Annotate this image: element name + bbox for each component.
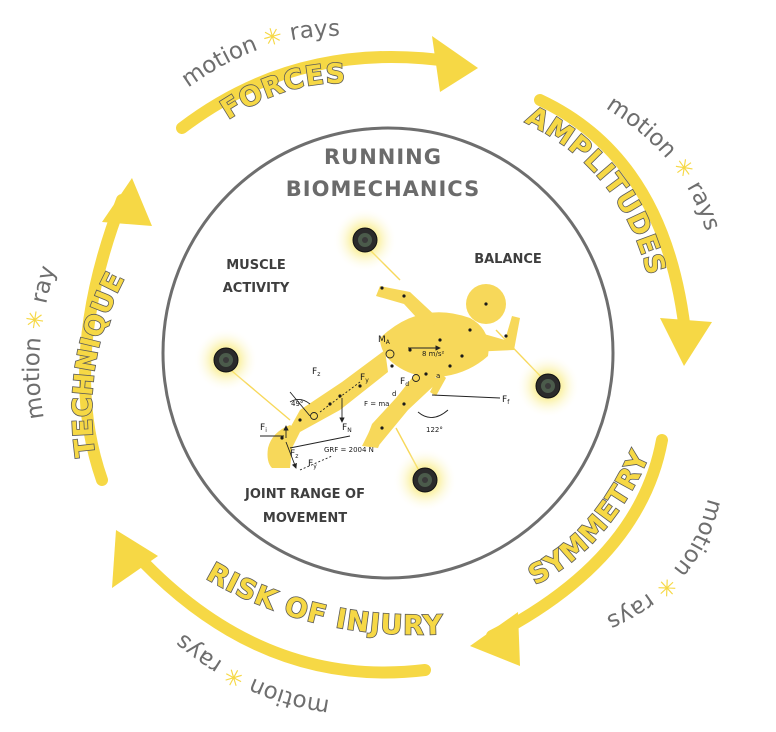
annotation-fn: FN [342,423,352,434]
annotation-fd: Fd [400,377,409,388]
annotation-f-equals-ma: F = ma [364,400,389,408]
motionrays-logo-icon: ✳ [21,300,52,338]
title-line-1: RUNNING [324,145,442,169]
arrow-risk [126,544,431,679]
svg-text:motion ✳ rays: motion ✳ rays [0,0,61,421]
category-joint-line-1: JOINT RANGE OF [244,487,365,502]
sensor-icon [333,208,397,272]
arrowhead-risk [112,530,158,588]
label-technique: TECHNIQUE [68,267,132,459]
sensor-icon [393,448,457,512]
arrow-technique [79,194,128,486]
knee-marker [412,374,420,382]
arrowhead-forces [432,36,478,92]
category-muscle-line-1: MUSCLE [226,258,286,273]
annotation-fz: Fz [312,367,320,378]
sensor-group [194,208,580,512]
annotation-ma: MA [378,335,391,346]
arrowhead-symmetry [470,612,520,666]
force-vectors [260,345,501,471]
annotation-fi: Fi [260,423,267,434]
category-joint-line-2: MOVEMENT [263,511,347,526]
joint-markers [280,286,508,440]
brand-mark-5: motion ✳ rays [0,0,61,421]
annotation-fy-lower: Fy [308,459,317,470]
annotation-fy-top: Fy [360,373,369,384]
annotation-ff: Ff [502,395,510,406]
elbow-marker [310,412,318,420]
runner-figure [267,284,520,468]
arrow-forces [176,50,461,134]
annotation-acceleration: 8 m/s² [422,350,445,358]
category-muscle-line-2: ACTIVITY [223,281,290,296]
annotation-a: a [436,372,440,380]
annotation-d: d [392,390,396,398]
center-of-mass-marker [385,349,395,359]
sensor-icon [516,354,580,418]
sensor-icon [194,328,258,392]
arrow-amplitudes [534,94,692,346]
arrowhead-amplitudes [660,318,712,366]
annotations: Fz Fy FN Fi Fz Fy Ff Fd MA 49° 122° 8 m/… [260,335,510,470]
annotation-angle-49: 49° [291,400,303,408]
arrow-symmetry [486,434,668,642]
arrow-heads [102,36,712,666]
annotation-grf: GRF = 2004 N [324,446,374,454]
arrowhead-technique [102,178,152,226]
title-line-2: BIOMECHANICS [286,177,480,201]
annotation-angle-122: 122° [426,426,443,434]
cycle-arrows [79,50,692,679]
category-balance: BALANCE [474,252,542,267]
annotation-fz-lower: Fz [290,449,298,460]
